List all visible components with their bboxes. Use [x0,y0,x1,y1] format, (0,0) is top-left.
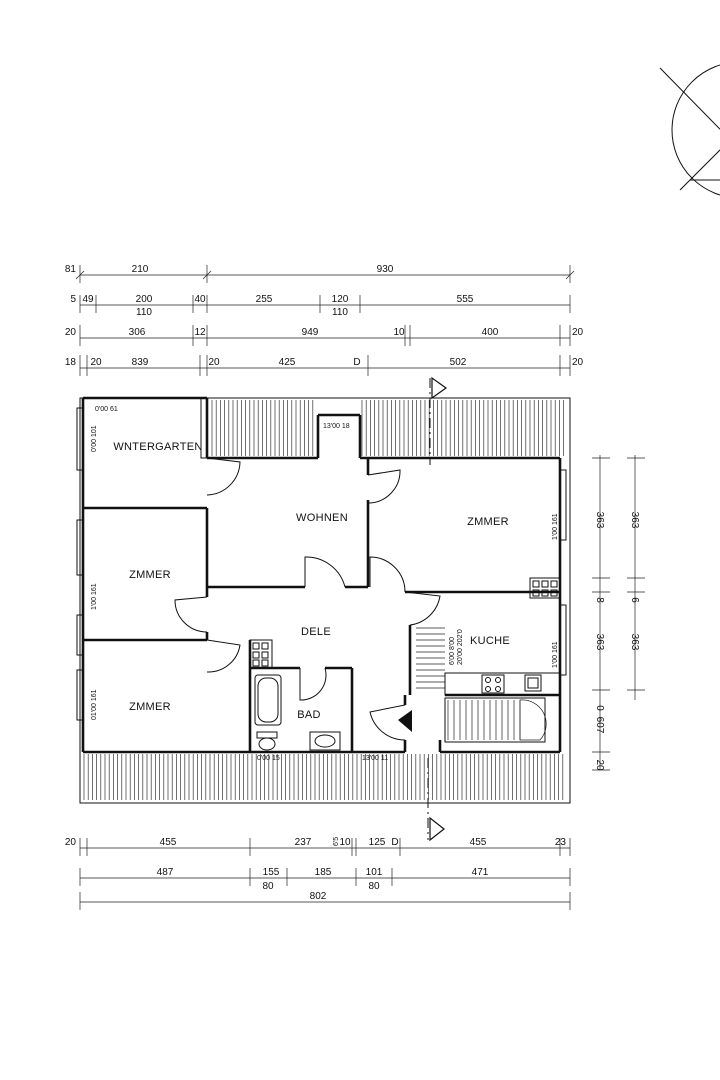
dim-top-4-d: 20 [208,357,220,368]
dim-top-3-b: 306 [129,327,146,338]
bathtub-icon [254,674,282,726]
dim-top-2-d: 40 [194,294,206,305]
dim-top-2-e: 255 [256,294,273,305]
dimension-chains-right: 363 8 363 0 607 20 363 6 363 [592,455,645,771]
dim-top-4-e: 425 [279,357,296,368]
dim-bottom-2-c: 185 [315,867,332,878]
label-wintergarten-window-left: 0'00 101 [91,425,98,452]
dim-top-2-c: 200 [136,294,153,305]
dim-top-4-f: D [353,357,360,368]
dim-top-1-a: 81 [65,264,77,275]
stove-icon [481,674,505,694]
roof-hatch-top [211,400,564,456]
dim-top-2-g: 555 [457,294,474,305]
dim-right-inner-e: 607 [594,717,605,734]
room-label-zimmer-west-upper: ZMMER [129,569,171,581]
dim-top-4-a: 18 [65,357,77,368]
dim-top-3-c: 12 [194,327,206,338]
dim-top-3-g: 20 [572,327,584,338]
dim-bottom-1-a: 20 [65,837,77,848]
room-label-zimmer-west-lower: ZMMER [129,701,171,713]
dim-top-1-b: 210 [132,264,149,275]
dim-bottom-2-d: 101 [366,867,383,878]
dim-top-1-c: 930 [377,264,394,275]
label-wohnen-window: 13'00 18 [323,423,350,430]
section-marker-bottom-icon [427,758,445,842]
dim-bottom-2-b: 155 [263,867,280,878]
label-stair-note-1: 6'00 8'00 [449,637,456,665]
kitchen-counter [444,672,561,696]
dim-bottom-1-c: 237 [295,837,312,848]
label-zimmer-west-lower-window: 01'00 161 [91,689,98,720]
section-marker-top-icon [429,376,448,465]
chimney-icon [249,639,273,669]
room-label-bad: BAD [297,709,321,721]
dim-top-2-sub-b: 110 [332,307,348,318]
dim-bottom-2-a: 487 [157,867,174,878]
room-label-wohnen: WOHNEN [296,512,348,524]
stair-direction-arrow-icon [398,710,412,732]
dim-bottom-1-d: 10 [339,837,351,848]
dim-top-2-a: 5 [70,294,76,305]
toilet-icon [256,731,278,751]
dim-right-inner-f: 20 [594,759,605,771]
dim-top-4-b: 20 [90,357,102,368]
washbasin-icon [309,731,341,751]
dimension-chains-bottom: 20 455 237 6'5 10 125 D 455 23 487 155 1… [65,837,571,910]
dim-bottom-1-g: 455 [470,837,487,848]
room-label-zimmer-east: ZMMER [467,516,509,528]
label-storage: 13'00 11 [362,755,388,762]
dim-right-outer-c: 363 [629,634,640,651]
dim-top-2-f: 120 [332,294,349,305]
dim-bottom-1-b: 455 [160,837,177,848]
dim-top-2-b: 49 [82,294,94,305]
dim-right-outer-a: 363 [629,512,640,529]
dim-bottom-3-a: 802 [310,891,327,902]
dim-top-3-d: 949 [302,327,319,338]
label-bad: 0'00 15 [257,755,280,762]
dim-bottom-1-e: 125 [369,837,386,848]
dim-bottom-2-sub-a: 80 [262,881,274,892]
room-label-diele: DELE [301,626,331,638]
dim-bottom-2-sub-b: 80 [368,881,380,892]
room-label-wintergarten: WNTERGARTEN [113,441,202,453]
dim-top-4-g: 502 [450,357,467,368]
dim-right-inner-c: 363 [594,634,605,651]
dim-right-inner-b: 8 [594,597,605,603]
dim-top-4-c: 839 [132,357,149,368]
dimension-chains-top: 81 210 930 5 49 200 40 255 120 555 110 1… [65,264,584,376]
dim-right-inner-d: 0 [594,705,605,711]
dim-right-inner-a: 363 [594,512,605,529]
dim-bottom-2-e: 471 [472,867,489,878]
dim-top-4-h: 20 [572,357,584,368]
dim-bottom-1-h: 23 [555,837,567,848]
sink-icon [524,674,542,692]
dim-top-3-a: 20 [65,327,77,338]
dim-right-outer-b: 6 [629,597,640,603]
chimney-icon [529,577,561,599]
roof-hatch-bottom [83,754,564,800]
dim-top-3-e: 10 [393,327,405,338]
dim-top-3-f: 400 [482,327,499,338]
windows [76,397,567,721]
label-zimmer-west-upper-window: 1'00 161 [91,583,98,610]
dim-top-2-sub-a: 110 [136,307,152,318]
dim-bottom-1-extra: 6'5 [333,837,340,846]
doors [174,457,441,741]
stairs-icon [416,627,547,743]
label-stair-note-2: 20'00 202'0 [457,629,464,665]
label-kueche-window: 1'00 161 [552,641,559,668]
dim-bottom-1-f: D [391,837,398,848]
label-wintergarten-window-top: 0'00 61 [95,406,118,413]
label-zimmer-east-window: 1'00 161 [552,513,559,540]
north-arrow-icon [659,64,720,196]
room-label-kueche: KUCHE [470,635,510,647]
